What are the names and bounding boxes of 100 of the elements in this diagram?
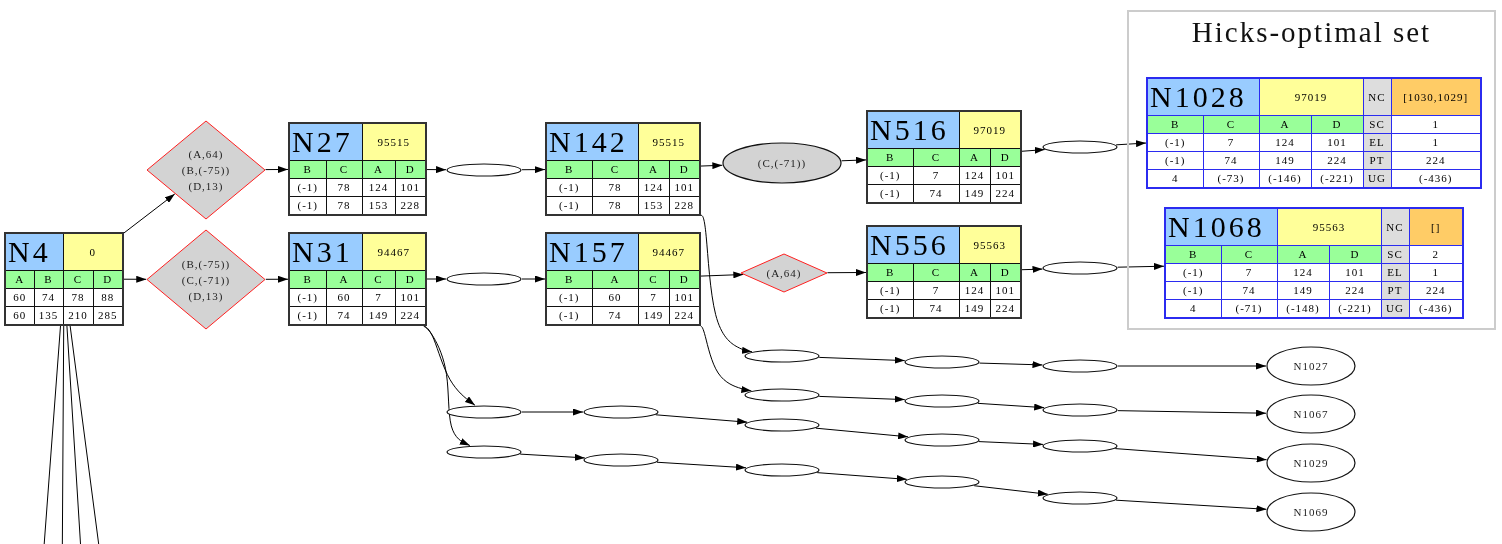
arrow [815, 427, 909, 440]
empty-ellipse [583, 453, 659, 467]
arrow [123, 275, 147, 283]
table-cell: 101 [1311, 133, 1363, 152]
node-label: (A,64) (B,(-75)) (D,13) [180, 147, 232, 194]
arrow [1117, 362, 1267, 370]
state-ellipse [722, 142, 842, 184]
node-id: N556 [867, 226, 959, 264]
empty-ellipse [1042, 403, 1118, 417]
node-id: N1028 [1147, 78, 1259, 116]
table-cell: 60 [592, 288, 638, 307]
table-cell: 101 [1329, 263, 1381, 282]
table-cell: 124 [362, 178, 395, 197]
state-ellipse [1266, 492, 1356, 532]
table-cell: (-1) [867, 281, 913, 300]
arrow [521, 408, 584, 416]
arrow [265, 166, 289, 173]
table-cell: 78 [63, 288, 93, 307]
empty-ellipse [744, 418, 820, 432]
empty-ellipse [744, 463, 820, 477]
arrow [426, 166, 447, 174]
arrow [521, 166, 546, 174]
arrow [656, 461, 747, 471]
table-cell: 7 [1221, 263, 1277, 282]
node-id: N1068 [1165, 208, 1277, 246]
node-label: (B,(-75)) (C,(-71)) (D,13) [180, 256, 232, 304]
table-cell: 74 [1221, 281, 1277, 300]
table-cell: 224 [1311, 151, 1363, 170]
empty-ellipse [904, 355, 980, 369]
arrow [423, 325, 471, 446]
empty-ellipse [904, 433, 980, 447]
empty-ellipse [904, 394, 980, 408]
arrow [1115, 499, 1267, 513]
table-cell: 7 [362, 288, 395, 307]
table-cell: 124 [1259, 133, 1311, 152]
arrow [818, 356, 906, 364]
node-id: N516 [867, 111, 959, 149]
arrow [973, 485, 1049, 497]
table-cell: (-1) [546, 178, 592, 197]
arrow [123, 193, 176, 234]
arrow [700, 162, 723, 170]
table-cell: 124 [959, 281, 990, 300]
arrow [700, 214, 753, 354]
empty-ellipse [446, 405, 522, 419]
score-value: 97019 [959, 111, 1021, 149]
cluster-panel [1127, 10, 1496, 330]
empty-ellipse [1042, 261, 1118, 275]
connector-line [61, 325, 65, 544]
table-cell: (-1) [1165, 281, 1221, 300]
score-value: 94467 [638, 233, 700, 271]
table-cell: 74 [1203, 151, 1259, 170]
empty-ellipse [744, 388, 820, 402]
arrow [1115, 140, 1147, 148]
arrow [519, 453, 586, 461]
score-value: 95515 [638, 123, 700, 161]
empty-ellipse [744, 349, 820, 363]
node-id: N31 [289, 233, 362, 271]
score-value: 94467 [362, 233, 426, 271]
table-cell: 74 [34, 288, 63, 307]
arrow [521, 275, 546, 283]
arrow [826, 269, 867, 277]
decision-diamond [146, 120, 266, 220]
score-value: 95515 [362, 123, 426, 161]
decision-diamond [146, 229, 266, 330]
score-value: 97019 [1259, 78, 1363, 116]
table-cell: 60 [5, 288, 34, 307]
status-label: NC [1363, 78, 1391, 116]
decision-diamond [740, 253, 828, 293]
table-cell: (-1) [289, 178, 326, 197]
arrow [1021, 265, 1043, 273]
arrow [1114, 448, 1268, 463]
state-ellipse [1266, 346, 1356, 386]
score-value: 95563 [1277, 208, 1381, 246]
node-id: N142 [546, 123, 638, 161]
arrow [426, 275, 447, 283]
table-cell: 78 [326, 178, 362, 197]
table-cell: 7 [913, 166, 959, 185]
cluster-title: Hicks-optimal set [1190, 16, 1433, 49]
arrow [818, 395, 906, 403]
table-cell: 124 [959, 166, 990, 185]
empty-ellipse [583, 405, 659, 419]
table-cell: (-1) [1147, 133, 1203, 152]
table-cell: (-1) [289, 288, 326, 307]
table-cell: (-1) [1165, 263, 1221, 282]
table-cell: (-1) [867, 166, 913, 185]
arrow [978, 440, 1044, 448]
arrow [977, 402, 1045, 411]
arrow [655, 414, 748, 425]
score-value: 95563 [959, 226, 1021, 264]
node-id: N27 [289, 123, 362, 161]
node-id: N4 [5, 233, 63, 271]
empty-ellipse [1042, 439, 1118, 453]
table-cell: 124 [1277, 263, 1329, 282]
empty-ellipse [446, 272, 522, 286]
arrow [1021, 146, 1046, 154]
score-value: 0 [63, 233, 123, 271]
node-id: N157 [546, 233, 638, 271]
node-label: N1029 [1293, 456, 1329, 471]
status-label: NC [1381, 208, 1409, 246]
arrow [841, 156, 867, 164]
